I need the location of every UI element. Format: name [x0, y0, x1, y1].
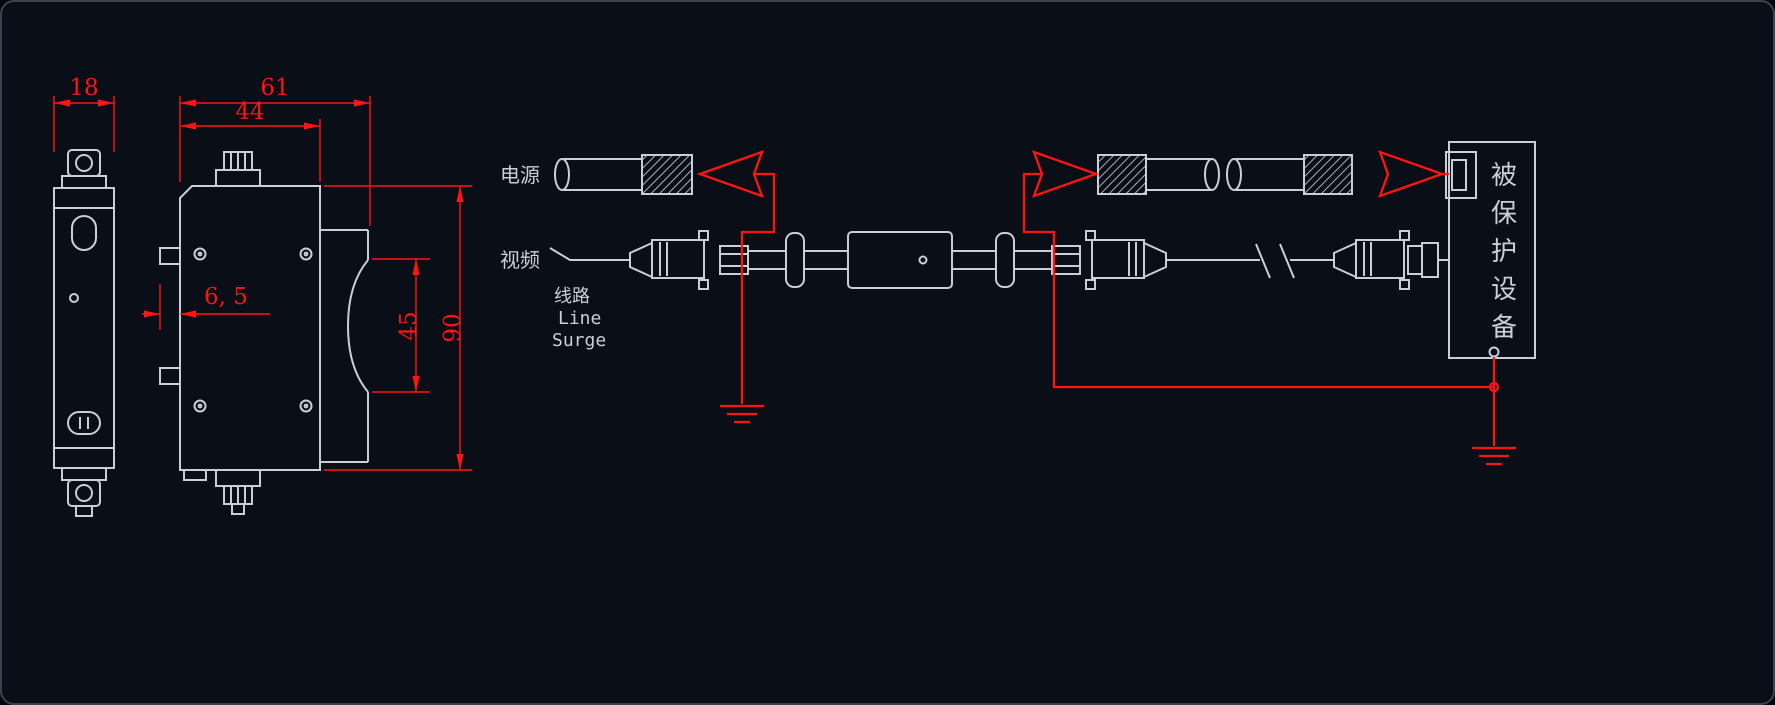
mounting-hole: [299, 399, 313, 413]
dimensions: [53, 96, 472, 471]
protected-device-box: [1445, 141, 1536, 359]
dimension-44: [180, 119, 321, 182]
mounting-hole: [193, 247, 207, 261]
device-center-block: [847, 231, 953, 289]
device-body-outline: [179, 185, 321, 471]
dim-total-width-61: 61: [260, 75, 289, 101]
power-plug-right-icon: [1022, 150, 1494, 389]
cable-shield-braid: [1097, 154, 1147, 195]
front-view: [53, 149, 115, 517]
video-cable-left: [549, 230, 709, 290]
power-cable-right: [1097, 154, 1353, 195]
ground-wire-protected-device: [1488, 357, 1500, 446]
dimension-45: [372, 258, 430, 393]
surge-label-surge: Surge: [552, 330, 606, 351]
protected-device-label: 被 保 护 设 备: [1491, 161, 1517, 343]
dimension-90: [324, 185, 472, 471]
surge-label-cn: 线路: [554, 286, 590, 307]
svg-text:护: 护: [1491, 237, 1517, 267]
cable-break-mark: [1279, 243, 1295, 279]
ground-symbol-left-icon: [720, 404, 764, 424]
mounting-hole: [299, 247, 313, 261]
cable-shield-braid: [641, 154, 693, 195]
surge-label-line: Line: [558, 308, 601, 329]
dimension-18: [53, 96, 115, 152]
bnc-connector-right-icon: [1355, 239, 1405, 279]
wiring-diagram: [549, 141, 1536, 359]
dimension-texts: 18 61 44 6, 5 45 90: [69, 75, 466, 343]
svg-text:设: 设: [1491, 275, 1517, 305]
svg-text:被: 被: [1491, 161, 1517, 191]
red-wiring: [696, 150, 1516, 466]
din-clip-tab: [159, 367, 181, 385]
rail-clip-recess: [346, 259, 369, 393]
video-cable-right: [1085, 230, 1449, 290]
side-view: [159, 151, 369, 515]
mounting-hole: [193, 399, 207, 413]
dim-width-18: 18: [69, 75, 98, 101]
dim-clip-depth-6-5: 6, 5: [204, 284, 248, 310]
video-label: 视频: [500, 248, 540, 272]
power-cable-left: [554, 154, 693, 195]
dim-inner-height-45: 45: [396, 311, 422, 340]
svg-text:保: 保: [1491, 199, 1517, 229]
ground-symbol-right-icon: [1472, 446, 1516, 466]
din-clip-tab: [159, 247, 181, 265]
power-plug-left-icon: [696, 150, 776, 404]
dimension-6-5: [142, 284, 270, 330]
power-inlet-connector: [1445, 151, 1477, 199]
labels: 电源 视频 线路 Line Surge 被 保 护 设 备: [500, 161, 1517, 351]
surge-protector-device: [719, 231, 1081, 289]
svg-text:备: 备: [1491, 313, 1517, 343]
dim-total-height-90: 90: [440, 313, 466, 342]
ground-terminal: [1488, 346, 1500, 358]
power-label: 电源: [500, 163, 540, 187]
cable-shield-braid: [1303, 154, 1353, 195]
dim-inner-width-44: 44: [235, 99, 264, 125]
front-led-hole: [69, 293, 79, 303]
dimension-61: [179, 96, 371, 226]
cable-break-mark: [1255, 243, 1271, 279]
front-slot: [71, 215, 97, 251]
power-plug-device-end-icon: [1378, 150, 1449, 198]
bnc-connector-left-icon: [651, 239, 705, 279]
